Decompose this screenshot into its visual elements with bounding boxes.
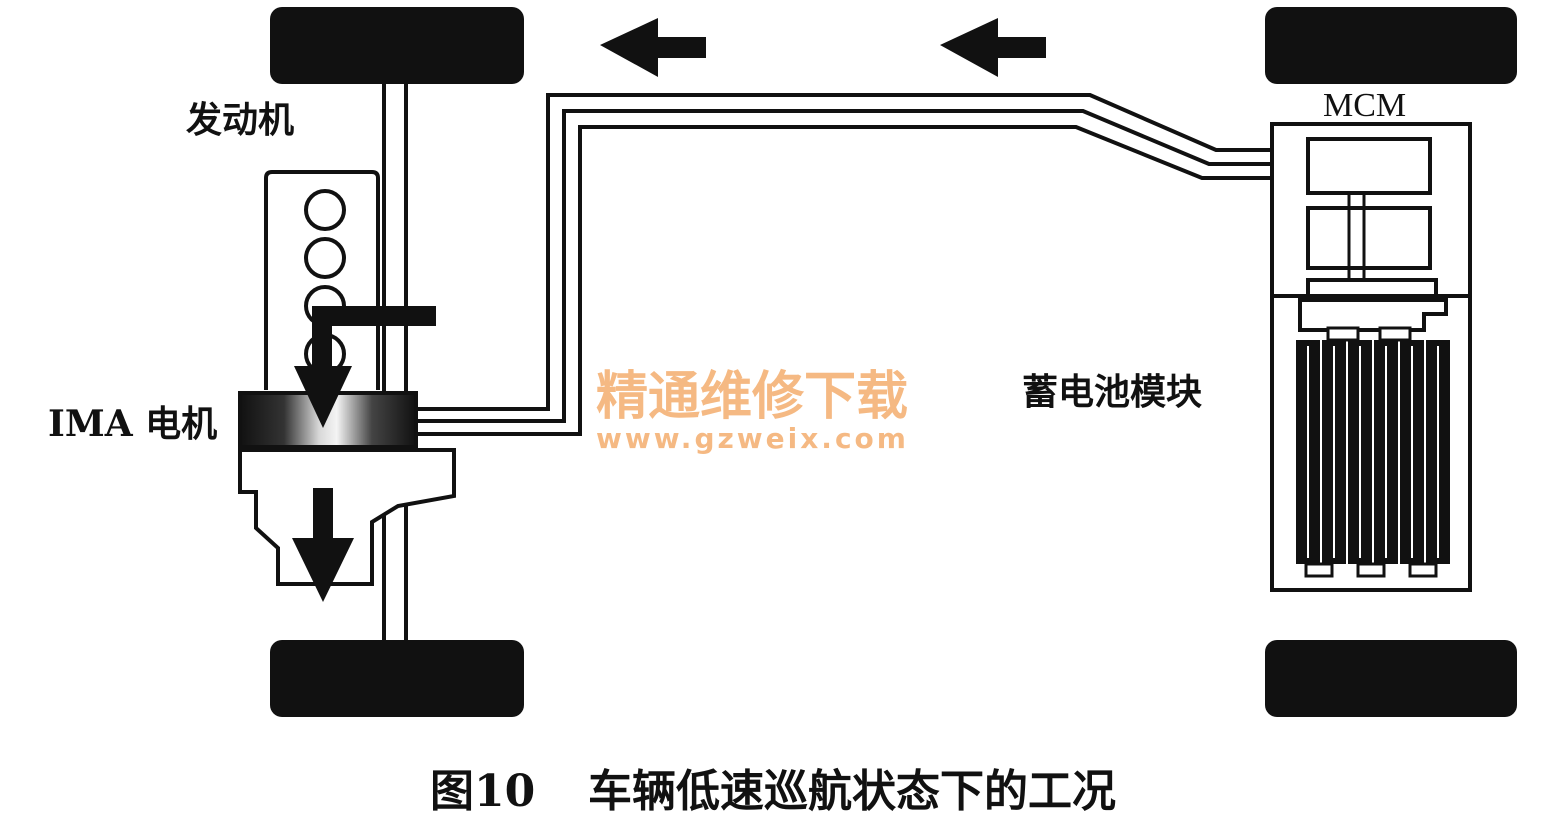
battery-module-label: 蓄电池模块 bbox=[1022, 371, 1202, 413]
watermark-url: www.gzweix.com bbox=[596, 422, 909, 455]
engine-cylinder-2 bbox=[304, 237, 346, 279]
front-top-wheel bbox=[270, 7, 524, 84]
watermark-title: 精通维修下载 bbox=[596, 367, 908, 427]
engine-label: 发动机 bbox=[186, 99, 294, 141]
figure-caption: 车辆低速巡航状态下的工况 bbox=[588, 766, 1116, 817]
front-bottom-wheel bbox=[270, 640, 524, 717]
rear-top-wheel bbox=[1265, 7, 1517, 84]
control-board bbox=[1306, 206, 1432, 270]
engine-power-arrow bbox=[294, 326, 352, 428]
mcm-label: MCM bbox=[1323, 87, 1406, 124]
front-axle bbox=[382, 84, 408, 640]
ima-motor-label: IMA 电机 bbox=[48, 403, 217, 445]
mcm-unit bbox=[1306, 137, 1432, 195]
figure-number: 图10 bbox=[430, 766, 535, 817]
energy-flow-arrow-left bbox=[600, 18, 706, 77]
energy-flow-arrow-right bbox=[940, 18, 1046, 77]
battery-cells bbox=[1296, 326, 1450, 578]
engine-cylinder-1 bbox=[304, 189, 346, 231]
rear-bottom-wheel bbox=[1265, 640, 1517, 717]
transmission-housing bbox=[238, 448, 456, 586]
high-voltage-cable bbox=[416, 93, 1310, 436]
drive-output-arrow bbox=[292, 488, 354, 602]
